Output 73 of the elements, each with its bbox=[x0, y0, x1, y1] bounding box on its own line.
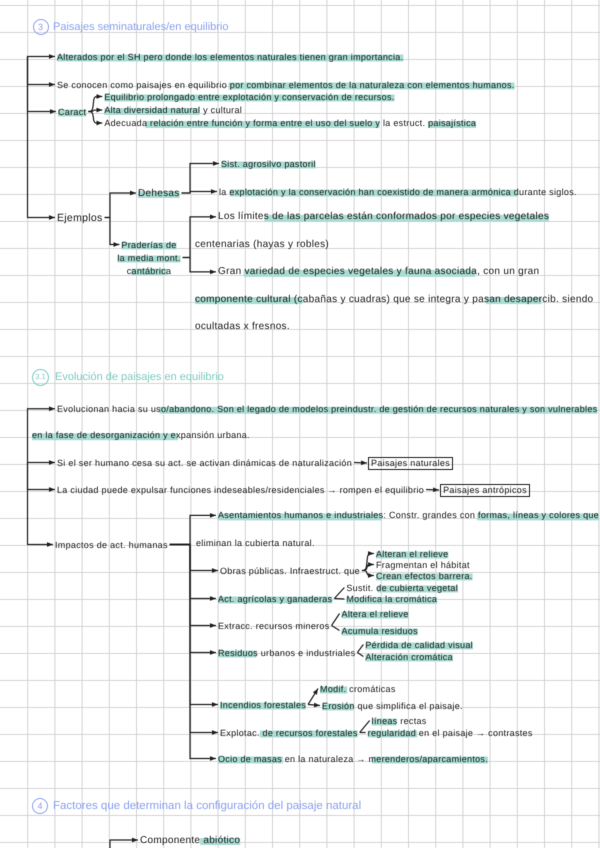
arrow bbox=[104, 216, 120, 247]
note-text: Sist. agrosilvo pastoril bbox=[221, 158, 316, 168]
section-heading: Evolución de paisajes en equilibrio bbox=[55, 370, 224, 384]
arrow bbox=[354, 460, 368, 466]
note-text: Explotac. de recursos forestales bbox=[220, 728, 358, 738]
arrow bbox=[308, 702, 320, 708]
note-text: Adecuada relación entre función y forma entre el uso del suelo y la estruct. paisajística bbox=[104, 118, 476, 128]
section-heading: Factores que determinan la configuración del paisaje natural bbox=[53, 800, 362, 812]
branch-line bbox=[359, 720, 370, 733]
arrow bbox=[362, 562, 374, 572]
arrow bbox=[170, 544, 216, 761]
arrow bbox=[26, 57, 55, 220]
branch-line bbox=[356, 644, 364, 653]
note-text: Altera el relieve bbox=[342, 608, 409, 618]
note-text: Modifica la cromática bbox=[346, 594, 438, 604]
branch-line bbox=[331, 625, 340, 631]
arrow bbox=[362, 570, 374, 578]
note-text: Alta diversidad natural y cultural bbox=[104, 105, 242, 115]
branch-line bbox=[334, 598, 344, 600]
note-text: Los límites de las parcelas están conformados por especies vegetales centenarias (hayas y robles) bbox=[195, 211, 550, 250]
note-text: Erosión que simplifica el paisaje. bbox=[322, 700, 463, 710]
note-text: Sustit. de cubierta vegetal bbox=[346, 582, 458, 592]
arrow bbox=[88, 110, 102, 126]
framed-term: Paisajes naturales bbox=[368, 456, 453, 470]
framed-term: Paisajes antrópicos bbox=[440, 484, 530, 496]
arrow bbox=[426, 487, 440, 492]
arrow bbox=[182, 256, 216, 274]
arrow bbox=[88, 108, 102, 112]
branch-line bbox=[334, 587, 345, 599]
note-text: líneas rectas bbox=[372, 716, 427, 726]
note-text: Caract bbox=[58, 106, 86, 116]
note-text: Act. agrícolas y ganaderas bbox=[218, 594, 332, 604]
arrow bbox=[182, 189, 217, 194]
note-text: Evolucionan hacia su uso/abandono. Son el legado de modelos preindustr. de gestión de recursos naturales y son vulnerables en la fase de desorganización y expansión urbana. bbox=[32, 404, 598, 440]
note-text: Crean efectos barrera. bbox=[376, 570, 473, 580]
arrow bbox=[88, 94, 102, 112]
arrow bbox=[26, 54, 55, 59]
note-text: Componente abiótico bbox=[140, 834, 240, 846]
note-text: Si el ser humano cesa su act. se activan dinámicas de naturalización bbox=[57, 458, 352, 468]
section-number: 3 bbox=[32, 19, 48, 35]
note-text: Gran variedad de especies vegetales y fauna asociada, con un gran componente cultural (cabañas y cuadras) que se integra y pasan desapercib. siendo ocultadas x fresnos. bbox=[195, 266, 594, 332]
note-text: Fragmentan el hábitat bbox=[376, 560, 470, 570]
note-text: Praderías de la media mont. cantábrica bbox=[117, 240, 181, 276]
note-text: regularidad en el paisaje → contrastes bbox=[368, 728, 533, 738]
note-text: Equilibrio prolongado entre explotación y conservación de recursos. bbox=[104, 92, 395, 102]
branch-line bbox=[360, 732, 366, 734]
note-text: La ciudad puede expulsar funciones indeseables/residenciales → rompen el equilibrio bbox=[57, 484, 424, 494]
arrow bbox=[308, 688, 319, 705]
note-text: Acumula residuos bbox=[342, 626, 418, 636]
note-text: Extracc. recursos mineros bbox=[218, 620, 330, 630]
arrow bbox=[26, 476, 53, 547]
section-number: 4 bbox=[32, 798, 48, 814]
arrow bbox=[26, 460, 55, 476]
section-heading: Paisajes seminaturales/en equilibrio bbox=[53, 20, 228, 34]
branch-line bbox=[331, 613, 340, 626]
note-text: Alterados por el SH pero donde los elementos naturales tienen gran importancia. bbox=[57, 52, 404, 62]
note-text: Impactos de act. humanas bbox=[55, 540, 168, 550]
note-text: Ocio de masas en la naturaleza → merenderos/aparcamientos. bbox=[218, 754, 488, 764]
note-text: Asentamientos humanos e industriales: Constr. grandes con formas, líneas y colores que eliminan la cubierta natural. bbox=[196, 510, 599, 548]
note-text: Obras públicas. Infraestruct. que bbox=[220, 566, 360, 576]
note-text: Incendios forestales bbox=[220, 700, 306, 710]
branch-line bbox=[357, 652, 364, 657]
note-text: Alteran el relieve bbox=[376, 548, 448, 558]
note-text: Residuos urbanos e industriales bbox=[218, 648, 356, 658]
arrow bbox=[109, 838, 138, 848]
arrow bbox=[362, 551, 374, 572]
note-text: Alteración cromática bbox=[365, 652, 453, 662]
note-text: Pérdida de calidad visual bbox=[365, 640, 473, 650]
note-text: Se conocen como paisajes en equilibrio por combinar elementos de la naturaleza con elementos humanos. bbox=[57, 80, 515, 90]
note-text: Dehesas bbox=[138, 188, 180, 198]
note-text: Modif. cromáticas bbox=[320, 684, 396, 694]
note-text: Ejemplos bbox=[57, 212, 103, 224]
note-text: la explotación y la conservación han coexistido de manera armónica durante siglos. bbox=[219, 186, 577, 196]
